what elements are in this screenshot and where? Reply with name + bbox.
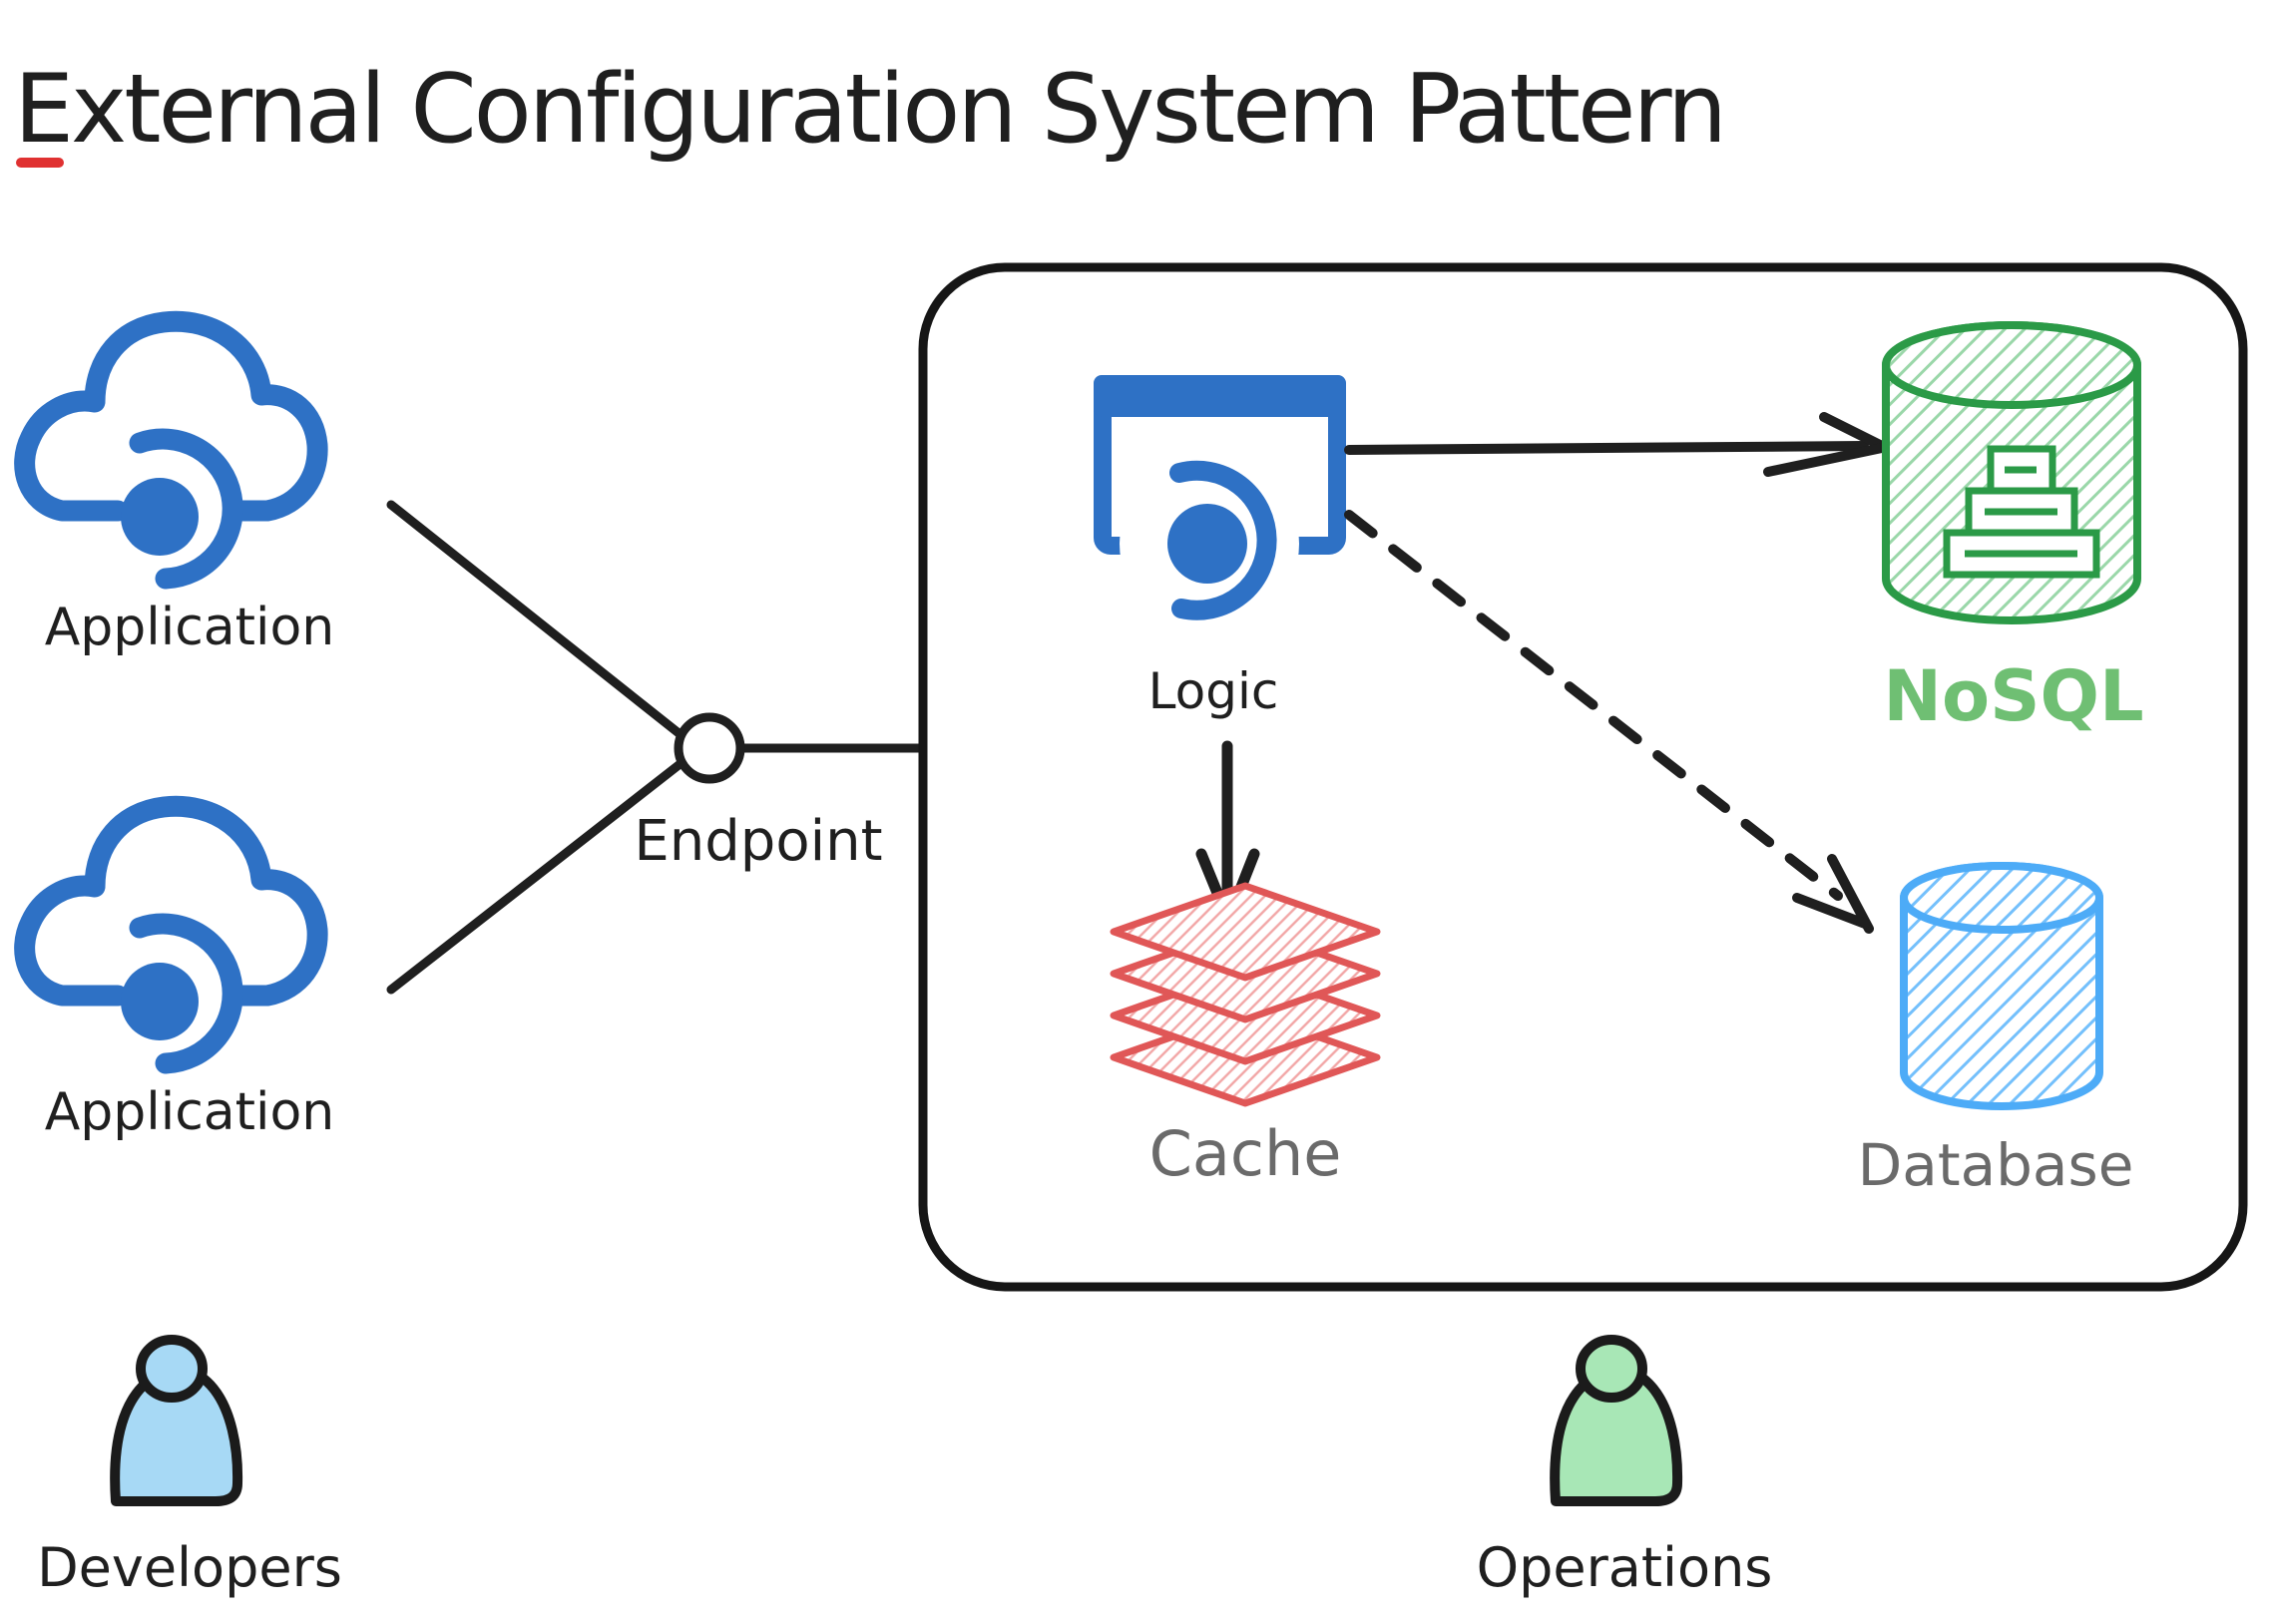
edge-logic-database	[1344, 510, 1874, 934]
edge-logic-nosql	[1344, 412, 1887, 477]
endpoint-node-circle	[674, 712, 745, 784]
database-node	[1900, 862, 2103, 1110]
page-title: External Configuration System Pattern	[14, 55, 1724, 165]
database-label: Database	[1858, 1131, 2134, 1199]
app-window-titlebar	[1094, 375, 1346, 417]
endpoint-label: Endpoint	[634, 809, 882, 874]
operations-label: Operations	[1477, 1536, 1773, 1599]
application-bottom-node	[25, 806, 318, 1063]
cloud-app-icon	[25, 806, 318, 1063]
nosql-node	[1882, 321, 2141, 624]
database-cylinder-top	[1900, 862, 2103, 934]
cache-node	[1110, 882, 1381, 1107]
developers-node	[115, 1340, 237, 1501]
application-bottom-label: Application	[45, 1082, 335, 1142]
cache-layer-icon	[1110, 882, 1381, 982]
nosql-cylinder-top	[1882, 321, 2141, 409]
developers-label: Developers	[37, 1536, 342, 1599]
title-block: External Configuration System Pattern	[14, 55, 1727, 168]
developer-person-icon	[115, 1340, 237, 1501]
edge-application-bottom-endpoint	[386, 757, 687, 995]
edge-application-top-endpoint	[386, 500, 687, 741]
stacked-steps-icon	[1943, 445, 2100, 579]
title-underline	[16, 158, 64, 168]
logic-node	[1094, 375, 1346, 633]
cloud-app-icon	[25, 321, 318, 579]
application-top-node	[25, 321, 318, 579]
logic-label: Logic	[1148, 662, 1279, 720]
endpoint-connectors	[386, 500, 929, 995]
cache-label: Cache	[1149, 1117, 1342, 1190]
application-top-label: Application	[45, 598, 335, 657]
gear-dot	[1167, 504, 1247, 584]
nosql-label: NoSQL	[1883, 655, 2143, 737]
operations-node	[1555, 1340, 1677, 1501]
operations-person-icon	[1555, 1340, 1677, 1501]
gear-arc	[1169, 460, 1277, 620]
